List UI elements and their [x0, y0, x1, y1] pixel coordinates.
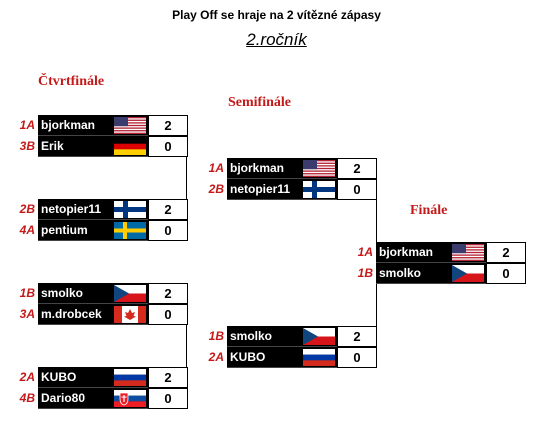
score-cell: 0	[337, 347, 377, 368]
flag-cell	[449, 263, 486, 284]
score-cell: 2	[148, 367, 188, 388]
player-name: bjorkman	[227, 158, 300, 179]
seed-label: 2A	[208, 350, 224, 364]
us-flag-icon	[114, 117, 146, 134]
player-name: m.drobcek	[38, 304, 111, 325]
flag-cell	[449, 242, 486, 263]
connector-qf-top	[186, 136, 187, 220]
seed-label: 1B	[357, 266, 373, 280]
flag-cell	[300, 347, 337, 368]
us-flag-icon	[303, 160, 335, 177]
score-cell: 0	[148, 388, 188, 409]
score-cell: 2	[148, 283, 188, 304]
player-name: KUBO	[227, 347, 300, 368]
ru-flag-icon	[303, 349, 335, 366]
quarterfinal-label: Čtvrtfinále	[38, 74, 105, 89]
se-flag-icon	[114, 222, 146, 239]
seed-label: 1A	[19, 118, 35, 132]
fi-flag-icon	[303, 181, 335, 198]
score-cell: 2	[148, 115, 188, 136]
score-cell: 0	[148, 304, 188, 325]
sk-flag-icon	[114, 390, 146, 407]
seed-label: 1A	[208, 161, 224, 175]
connector-qf-bottom	[186, 304, 187, 388]
score-cell: 2	[337, 326, 377, 347]
player-name: netopier11	[38, 199, 111, 220]
player-name: smolko	[227, 326, 300, 347]
player-name: smolko	[376, 263, 449, 284]
flag-cell	[111, 367, 148, 388]
fi-flag-icon	[114, 201, 146, 218]
seed-label: 1B	[19, 286, 35, 300]
bracket-title: Play Off se hraje na 2 vítězné zápasy	[172, 8, 381, 22]
season-label: 2.ročník	[246, 30, 307, 49]
flag-cell	[300, 326, 337, 347]
semifinal-label: Semifinále	[228, 95, 291, 110]
player-name: netopier11	[227, 179, 300, 200]
flag-cell	[111, 136, 148, 157]
cz-flag-icon	[114, 285, 146, 302]
score-cell: 0	[148, 136, 188, 157]
flag-cell	[300, 179, 337, 200]
player-name: Erik	[38, 136, 111, 157]
seed-label: 4B	[19, 391, 35, 405]
player-name: smolko	[38, 283, 111, 304]
score-cell: 2	[486, 242, 526, 263]
player-name: KUBO	[38, 367, 111, 388]
player-name: bjorkman	[376, 242, 449, 263]
flag-cell	[111, 220, 148, 241]
de-flag-icon	[114, 138, 146, 155]
player-name: pentium	[38, 220, 111, 241]
cz-flag-icon	[303, 328, 335, 345]
score-cell: 0	[148, 220, 188, 241]
ru-flag-icon	[114, 369, 146, 386]
ca-flag-icon	[114, 306, 146, 323]
flag-cell	[111, 115, 148, 136]
seed-label: 4A	[19, 223, 35, 237]
final-label: Finále	[410, 203, 448, 218]
cz-flag-icon	[452, 265, 484, 282]
seed-label: 3B	[19, 139, 35, 153]
seed-label: 1A	[357, 245, 373, 259]
player-name: Dario80	[38, 388, 111, 409]
seed-label: 1B	[208, 329, 224, 343]
seed-label: 3A	[19, 307, 35, 321]
score-cell: 2	[148, 199, 188, 220]
flag-cell	[111, 388, 148, 409]
flag-cell	[111, 199, 148, 220]
score-cell: 0	[337, 179, 377, 200]
seed-label: 2A	[19, 370, 35, 384]
seed-label: 2B	[208, 182, 224, 196]
seed-label: 2B	[19, 202, 35, 216]
player-name: bjorkman	[38, 115, 111, 136]
flag-cell	[111, 304, 148, 325]
score-cell: 2	[337, 158, 377, 179]
flag-cell	[300, 158, 337, 179]
score-cell: 0	[486, 263, 526, 284]
us-flag-icon	[452, 244, 484, 261]
flag-cell	[111, 283, 148, 304]
